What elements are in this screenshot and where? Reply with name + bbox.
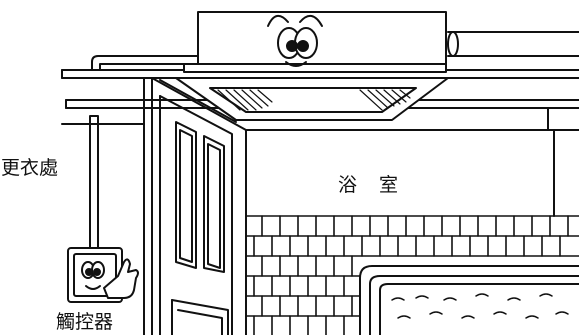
heater-face-icon xyxy=(267,15,323,67)
tile-wall xyxy=(245,215,579,335)
bathroom-back-wall xyxy=(245,107,579,217)
heater-grille xyxy=(175,77,449,121)
heater-unit xyxy=(183,11,447,73)
changing-room-label: 更衣處 xyxy=(1,157,59,179)
thumbs-up-hand-icon xyxy=(103,258,139,299)
controller-label: 觸控器 xyxy=(56,311,114,333)
bathroom-label: 浴 室 xyxy=(338,174,407,196)
wall-cable xyxy=(61,115,145,249)
bathtub xyxy=(359,265,579,335)
controller-panel xyxy=(67,247,139,303)
duct-pipe xyxy=(91,31,579,71)
controller-face-icon xyxy=(81,261,105,290)
